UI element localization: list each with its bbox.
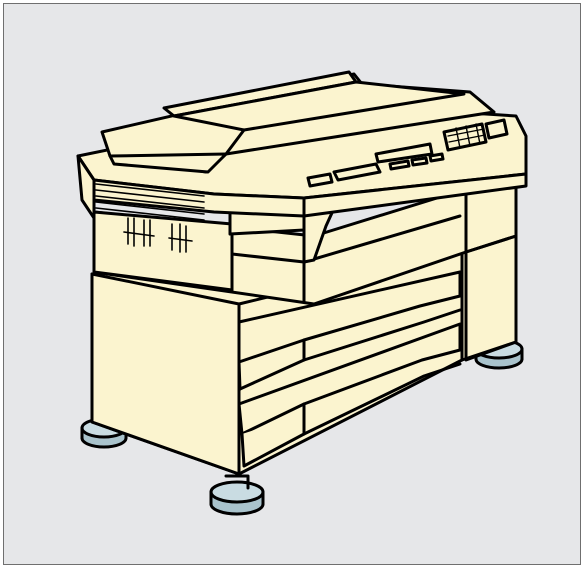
document-cover: [100, 70, 496, 174]
paper-tray-lower: [237, 322, 462, 468]
foot-front-left: [209, 474, 265, 516]
copier-illustration: [76, 70, 528, 516]
side-vents: [95, 183, 205, 253]
control-panel: [306, 118, 509, 188]
paper-tray-upper: [237, 270, 462, 391]
right-module: [464, 234, 518, 362]
illustration-frame: [3, 3, 581, 565]
